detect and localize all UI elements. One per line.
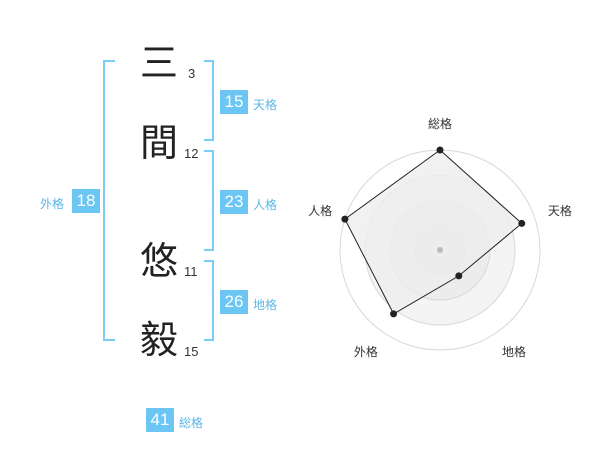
name-char-3: 悠 [140,239,179,283]
radar-axis-label-2: 地格 [502,344,526,359]
tenkaku-label: 天格 [253,98,278,112]
name-char-4: 毅 [140,318,179,362]
radar-point-4 [341,215,349,223]
jinkaku-value: 23 [220,190,248,214]
chikaku-value: 26 [220,290,248,314]
radar-point-3 [390,310,398,318]
chikaku-label: 地格 [253,298,278,312]
name-char-3-strokes: 11 [184,264,198,279]
tenkaku-value: 15 [220,90,248,114]
gaikaku-value: 18 [72,189,100,213]
radar-point-2 [455,272,463,280]
name-char-2: 間 [140,121,179,165]
jinkaku-label: 人格 [253,198,278,212]
name-char-2-strokes: 12 [184,146,199,161]
gaikaku-label: 外格 [40,197,65,211]
radar-ring-2 [389,199,491,301]
chikaku-bracket [204,260,214,341]
radar-point-1 [518,219,526,227]
tenkaku-bracket [204,60,214,141]
name-char-4-strokes: 15 [184,344,199,359]
radar-point-0 [436,146,444,154]
jinkaku-bracket [204,150,214,251]
radar-center-dot [437,247,443,253]
gaikaku-bracket [103,60,115,341]
radar-polygon [344,149,523,315]
soukaku-value: 41 [146,408,174,432]
name-char-1: 三 [140,41,179,85]
radar-ring-3 [364,174,516,326]
name-char-1-strokes: 3 [188,66,196,81]
radar-ring-4 [339,149,541,351]
radar-rings [339,149,541,351]
radar-axis-label-0: 総格 [428,116,452,131]
soukaku-label: 総格 [179,416,204,430]
radar-axis-label-3: 外格 [354,344,378,359]
radar-points [341,146,526,318]
radar-axis-label-4: 人格 [308,203,332,218]
radar-axis-label-1: 天格 [548,203,572,218]
radar-ring-1 [414,224,466,276]
